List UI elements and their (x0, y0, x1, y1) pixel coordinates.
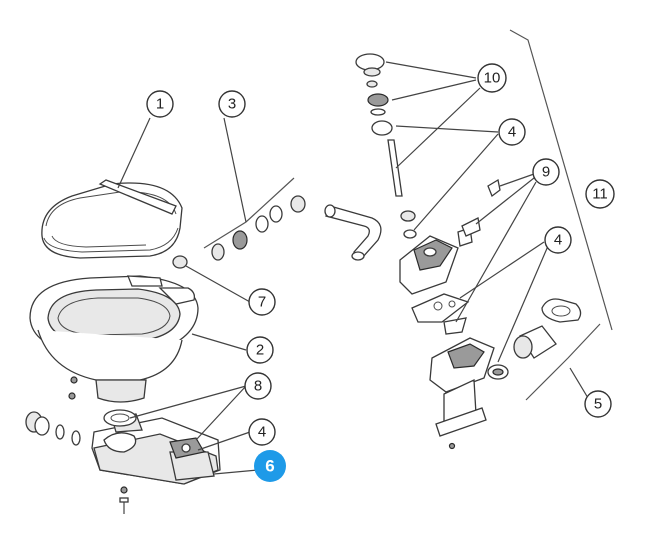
elbow-hose (324, 204, 382, 261)
base-flange (103, 409, 137, 427)
callout-4-lower: 4 (248, 418, 276, 446)
bracket-part-5 (525, 323, 601, 401)
joker-valve-clips (461, 178, 501, 237)
callout-8: 8 (244, 372, 272, 400)
callout-6-highlighted: 6 (254, 450, 286, 482)
callout-3: 3 (218, 90, 246, 118)
svg-text:4: 4 (508, 124, 516, 141)
callout-4-upper: 4 (498, 118, 526, 146)
hinge-bolt (172, 255, 188, 269)
callout-4-middle: 4 (544, 226, 572, 254)
svg-text:6: 6 (265, 457, 274, 476)
pump-cylinder (399, 227, 473, 295)
leader-lines (117, 61, 589, 475)
small-washers-left (68, 376, 78, 400)
callout-7: 7 (248, 288, 276, 316)
svg-text:9: 9 (542, 164, 550, 181)
pump-rod (387, 139, 417, 239)
callout-2: 2 (246, 336, 274, 364)
svg-text:3: 3 (228, 96, 236, 113)
svg-text:10: 10 (484, 70, 501, 87)
base-screw (119, 486, 129, 514)
pump-base (429, 337, 495, 450)
svg-text:2: 2 (256, 342, 264, 359)
toilet-bowl (29, 275, 199, 403)
o-rings-left (55, 424, 81, 446)
svg-text:11: 11 (592, 186, 608, 203)
bracket-part-11 (509, 29, 613, 331)
base-mount-plate (169, 437, 205, 459)
callout-10: 10 (477, 63, 507, 93)
svg-text:4: 4 (554, 232, 562, 249)
pump-handle-knob (355, 53, 393, 136)
callout-5: 5 (584, 390, 612, 418)
pump-valve-set (211, 195, 306, 261)
pump-gasket (411, 293, 470, 323)
svg-text:7: 7 (258, 294, 266, 311)
discharge-gasket (541, 298, 582, 323)
discharge-elbow (487, 325, 557, 380)
svg-text:8: 8 (254, 378, 262, 395)
toilet-seat-lid (41, 179, 183, 259)
inlet-fitting (25, 411, 50, 436)
svg-text:5: 5 (594, 396, 602, 413)
pump-valve-flap (443, 317, 467, 335)
callout-1: 1 (146, 90, 174, 118)
callout-9: 9 (532, 158, 560, 186)
svg-text:4: 4 (258, 424, 266, 441)
svg-text:1: 1 (156, 96, 164, 113)
callout-11: 11 (585, 179, 615, 209)
